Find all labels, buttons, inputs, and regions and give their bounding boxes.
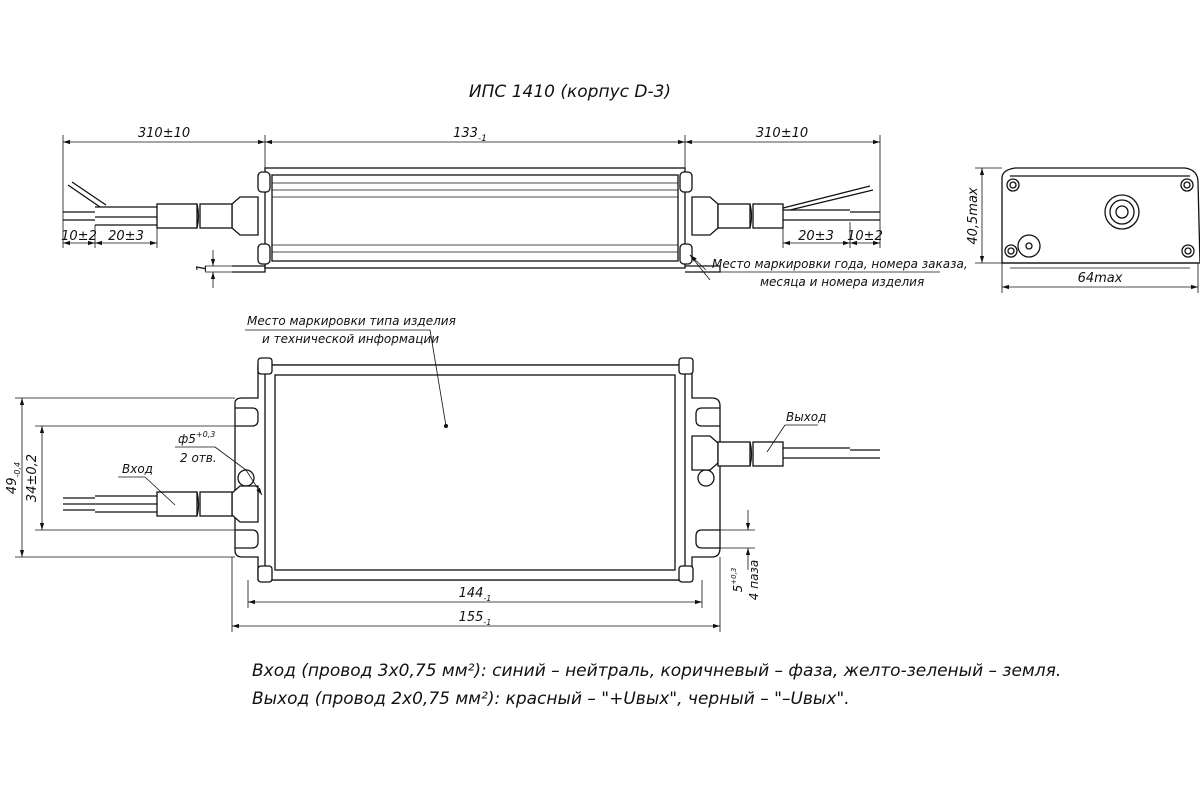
dim-len-inner: 144-1 bbox=[459, 586, 492, 603]
input-label: Вход bbox=[122, 462, 153, 476]
dim-right-cable: 310±10 bbox=[756, 126, 808, 141]
dim-end-height: 40,5max bbox=[966, 187, 981, 245]
drawing-title: ИПС 1410 (корпус D-3) bbox=[469, 82, 671, 102]
dim-right-strip2: 10±2 bbox=[847, 229, 883, 244]
note-output-wiring: Выход (провод 2х0,75 мм²): красный – "+U… bbox=[252, 689, 850, 709]
dim-left-strip2: 20±3 bbox=[108, 229, 144, 244]
note-input-wiring: Вход (провод 3х0,75 мм²): синий – нейтра… bbox=[252, 661, 1061, 681]
top-view: Место маркировки типа изделия и техничес… bbox=[5, 314, 880, 632]
dim-height-outer: 49-0,4 bbox=[5, 462, 22, 494]
end-view: 40,5max 64max bbox=[966, 167, 1200, 293]
dim-body-length: 133-1 bbox=[453, 126, 487, 144]
hole-count: 2 отв. bbox=[180, 451, 217, 465]
dim-end-width: 64max bbox=[1078, 271, 1123, 286]
screw-icon bbox=[1004, 178, 1195, 258]
dim-len-outer: 155-1 bbox=[459, 610, 492, 627]
dim-left-strip1: 10±2 bbox=[61, 229, 97, 244]
top-marking-note-line2: и технической информации bbox=[262, 332, 439, 346]
dim-right-strip1: 20±3 bbox=[798, 229, 834, 244]
side-marking-note-line1: Место маркировки года, номера заказа, bbox=[712, 257, 968, 271]
hole-dia: ф5+0,3 bbox=[178, 430, 215, 446]
output-label: Выход bbox=[786, 410, 826, 424]
side-marking-note-line2: месяца и номера изделия bbox=[760, 275, 924, 289]
dim-height-inner: 34±0,2 bbox=[25, 454, 40, 502]
dim-slot-count: 4 паза bbox=[747, 560, 761, 600]
dim-left-cable: 310±10 bbox=[138, 126, 190, 141]
dim-flange: 1 bbox=[195, 264, 210, 272]
top-marking-note-line1: Место маркировки типа изделия bbox=[247, 314, 456, 328]
side-view: 310±10 133-1 310±10 10±2 20±3 bbox=[61, 126, 968, 289]
dim-slot: 5+0,3 bbox=[730, 568, 745, 593]
